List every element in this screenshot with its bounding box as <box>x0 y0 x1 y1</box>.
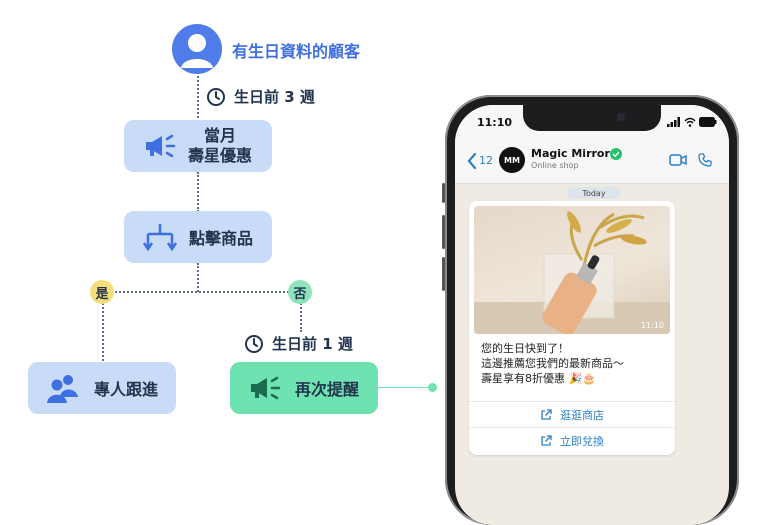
birthday-offer-node: 當月 壽星優惠 <box>124 120 272 172</box>
timer-3-weeks: 生日前 3 週 <box>206 86 315 107</box>
contact-avatar[interactable]: MM <box>499 147 525 173</box>
click-product-node: 點擊商品 <box>124 211 272 263</box>
video-call-icon[interactable] <box>669 154 687 166</box>
message-line2: 這邊推薦您我們的最新商品～ <box>481 357 624 370</box>
back-chevron-icon[interactable] <box>467 153 477 169</box>
shop-button[interactable]: 逛逛商店 <box>469 401 675 428</box>
shop-button-label: 逛逛商店 <box>560 409 604 422</box>
phone-call-icon[interactable] <box>698 153 712 167</box>
connector-dot <box>428 383 437 392</box>
clock-icon <box>207 87 225 106</box>
customer-avatar-icon <box>172 24 222 74</box>
message-line1: 您的生日快到了！ <box>481 342 569 355</box>
phone-notch <box>523 105 661 131</box>
promo-label-line1: 當月 <box>203 126 236 145</box>
product-photo-illustration <box>474 211 670 334</box>
clock-icon <box>245 334 263 353</box>
message-bubble: 11:10 您的生日快到了！ 這邊推薦您我們的最新商品～ 壽星享有8折優惠 🎉🎂… <box>469 201 675 455</box>
no-badge: 否 <box>288 280 312 304</box>
external-link-icon <box>541 409 552 420</box>
no-label: 否 <box>293 286 307 302</box>
chat-header: 12 MM Magic Mirror Online shop <box>455 139 729 184</box>
date-chip-label: Today <box>582 188 606 198</box>
contact-subtitle: Online shop <box>531 161 579 170</box>
status-time: 11:10 <box>477 116 513 129</box>
megaphone-icon <box>250 376 281 400</box>
reminder-node: 再次提醒 <box>230 362 378 414</box>
battery-icon <box>699 117 717 127</box>
product-image: 11:10 <box>474 206 670 334</box>
redeem-button[interactable]: 立即兌換 <box>469 427 675 454</box>
date-chip: Today <box>567 187 621 199</box>
follow-label: 專人跟進 <box>93 380 158 399</box>
people-icon <box>46 375 78 403</box>
timer-3-weeks-label: 生日前 3 週 <box>234 88 315 106</box>
message-line3: 壽星享有8折優惠 🎉🎂 <box>481 372 596 385</box>
timer-1-week-label: 生日前 1 週 <box>272 335 353 353</box>
phone-screen: 11:10 12 MM M <box>455 105 729 525</box>
wifi-icon <box>684 117 696 127</box>
contact-name[interactable]: Magic Mirror <box>531 147 610 160</box>
timer-1-week: 生日前 1 週 <box>244 333 353 354</box>
branch-icon <box>142 224 177 252</box>
promo-label-line2: 壽星優惠 <box>187 146 252 165</box>
signal-icon <box>667 117 680 127</box>
phone-mockup: 11:10 12 MM M <box>442 95 739 525</box>
personal-follow-up-node: 專人跟進 <box>28 362 176 414</box>
back-count[interactable]: 12 <box>479 154 493 167</box>
megaphone-icon <box>145 134 176 158</box>
avatar-text: MM <box>504 155 520 165</box>
external-link-icon <box>541 435 552 446</box>
yes-badge: 是 <box>90 280 114 304</box>
start-label: 有生日資料的顧客 <box>232 42 361 61</box>
yes-label: 是 <box>95 286 109 302</box>
message-text: 您的生日快到了！ 這邊推薦您我們的最新商品～ 壽星享有8折優惠 🎉🎂 <box>481 341 671 386</box>
redeem-button-label: 立即兌換 <box>560 435 604 448</box>
verified-badge-icon <box>610 148 622 160</box>
remind-label: 再次提醒 <box>294 380 359 399</box>
click-label: 點擊商品 <box>188 229 253 248</box>
status-bar: 11:10 <box>455 105 729 139</box>
image-timestamp: 11:10 <box>640 321 664 330</box>
